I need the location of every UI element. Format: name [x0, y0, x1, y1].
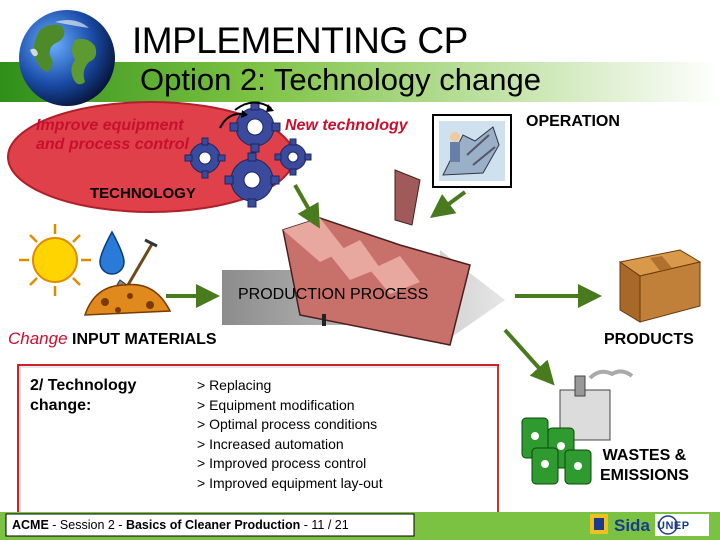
detail-box — [17, 364, 499, 514]
list-item: > Improved process control — [197, 455, 367, 471]
detail-heading: 2/ Technology change: — [30, 377, 137, 414]
footer-caption: ACME - Session 2 - Basics of Cleaner Pro… — [12, 518, 349, 532]
list-item: > Equipment modification — [197, 396, 355, 413]
wastes-line-1: WASTES & — [602, 447, 687, 464]
sida-logo-text: Sida — [614, 516, 650, 535]
input-materials-label: Change INPUT MATERIALS — [8, 329, 217, 349]
list-item: > Increased automation — [197, 435, 344, 452]
footer-session: - Session 2 - — [48, 518, 126, 532]
sun-icon — [19, 224, 91, 296]
wastes-line-2: EMISSIONS — [600, 467, 689, 484]
footer-acme: ACME — [12, 518, 49, 532]
technology-label: TECHNOLOGY — [90, 185, 196, 202]
footer-page: - 11 / 21 — [300, 518, 349, 532]
production-process-label: PRODUCTION PROCESS — [238, 286, 429, 303]
flow-arrows — [166, 184, 602, 386]
factory-icon — [282, 169, 471, 346]
operation-label: OPERATION — [526, 113, 620, 130]
wastes-emissions-label: WASTES & EMISSIONS — [600, 446, 689, 486]
list-item: > Improved equipment lay-out — [197, 474, 383, 491]
page-title: IMPLEMENTING CP — [132, 20, 468, 61]
product-box-icon — [618, 249, 702, 323]
new-technology-label: New technology — [285, 117, 408, 134]
unep-logo-icon — [655, 514, 709, 536]
input-materials-text: INPUT MATERIALS — [72, 331, 217, 348]
page-subtitle: Option 2: Technology change — [140, 62, 542, 97]
sida-logo-icon — [590, 514, 608, 534]
unep-logo-text: UNEP — [657, 520, 690, 532]
waste-drums-icon — [521, 369, 634, 485]
list-item: > Optimal process conditions — [197, 416, 378, 432]
gears-icon — [184, 101, 312, 208]
products-label: PRODUCTS — [604, 331, 694, 348]
measures-list: > Replacing > Equipment modification > O… — [197, 376, 383, 493]
list-item: > Replacing — [197, 377, 272, 393]
header-band — [0, 0, 720, 108]
operation-picture — [432, 114, 512, 188]
footer-course: Basics of Cleaner Production — [125, 518, 301, 532]
water-drop-icon — [99, 230, 125, 275]
improve-equipment-label: Improve equipment and process control — [36, 117, 189, 153]
earth-pile-icon — [83, 283, 172, 316]
change-word: Change — [8, 329, 68, 348]
globe-icon — [19, 10, 115, 106]
